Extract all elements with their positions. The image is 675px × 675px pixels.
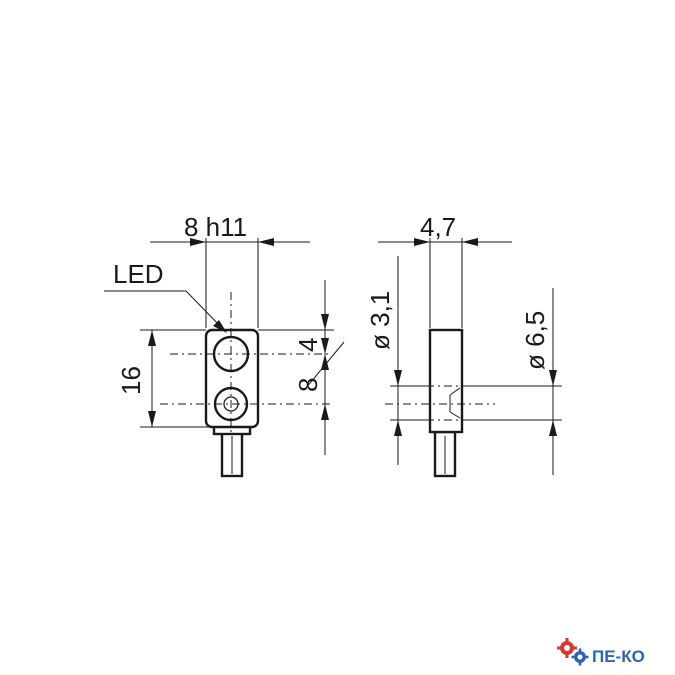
dim-width-label: 8 h11 <box>184 212 247 242</box>
brand-logo: ПЕ-КО <box>557 638 645 666</box>
led-callout: LED <box>104 259 227 333</box>
dim-height: 16 <box>116 329 214 428</box>
dim-right-front: 4 8 <box>258 280 345 455</box>
side-body <box>428 328 464 434</box>
dim-width: 8 h11 <box>150 212 310 328</box>
dim-height-label: 16 <box>116 366 146 395</box>
dim-led-offset-label: 4 <box>293 338 323 352</box>
gear-blue-icon <box>571 648 589 666</box>
dim-dia-small-label: ø 3,1 <box>365 291 395 350</box>
gear-red-icon <box>557 638 577 658</box>
brand-logo-text: ПЕ-КО <box>592 647 645 666</box>
front-view <box>160 292 330 478</box>
dim-spacing-label: 8 <box>293 378 323 392</box>
led-label: LED <box>113 259 164 289</box>
dim-dia-large: ø 6,5 <box>462 288 562 475</box>
dim-depth: 4,7 <box>378 212 512 328</box>
dim-dia-large-label: ø 6,5 <box>520 311 550 370</box>
dim-dia-small: ø 3,1 <box>365 256 430 465</box>
side-view <box>385 328 495 478</box>
dim-depth-label: 4,7 <box>420 212 456 242</box>
